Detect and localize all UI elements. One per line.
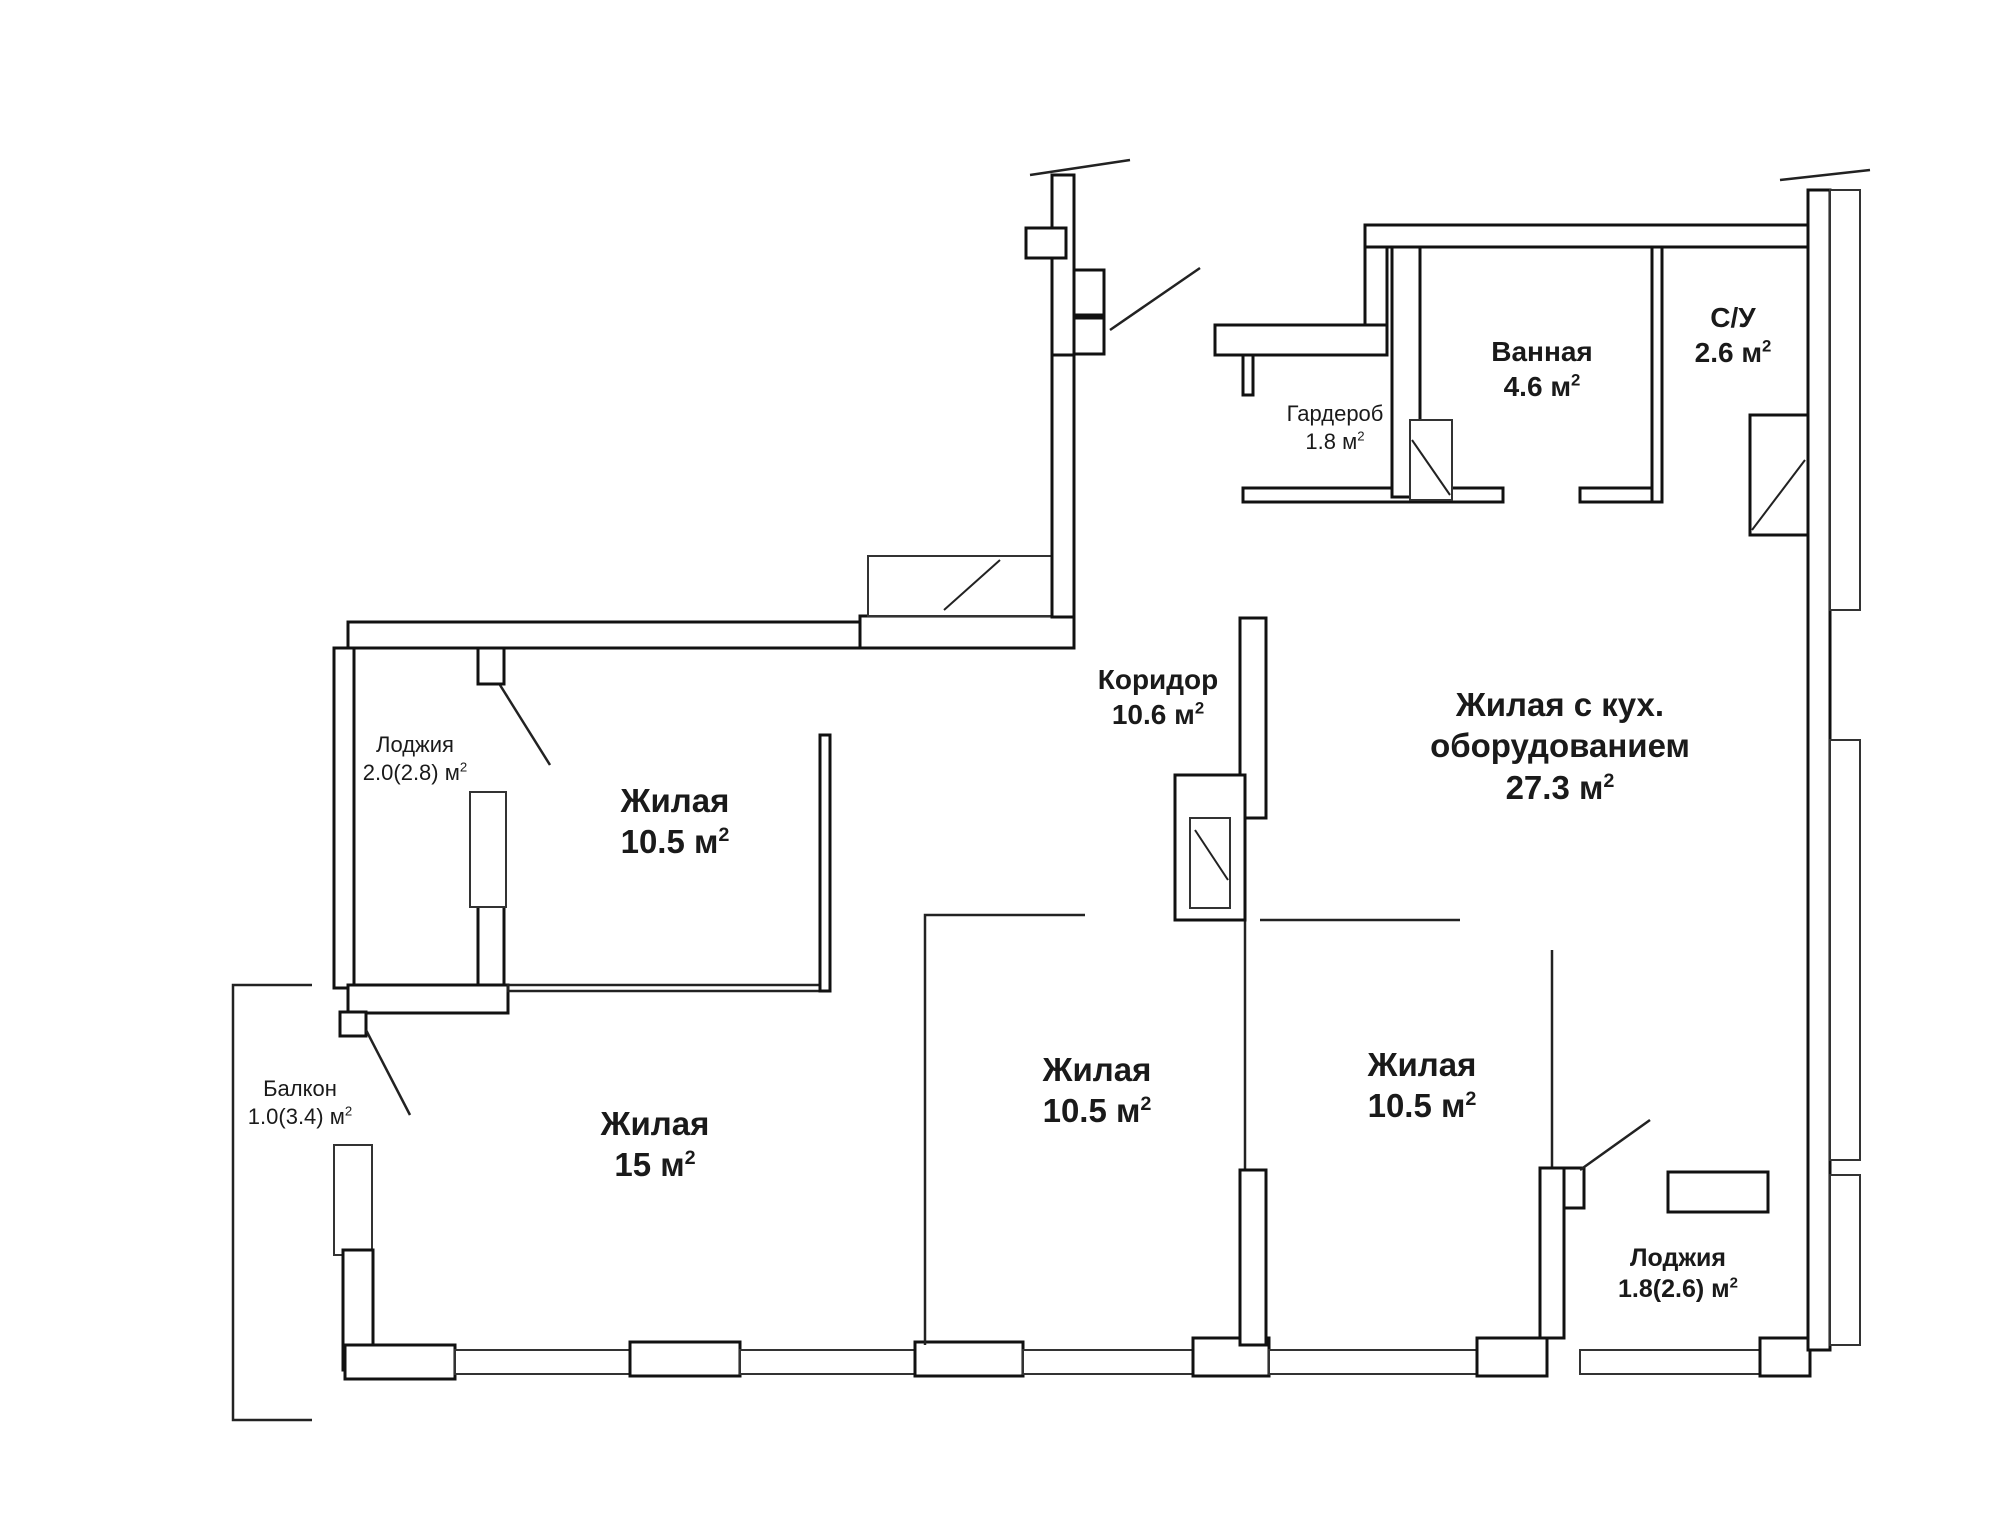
column-mid-south [1238,1168,1268,1347]
south-wall-6 [1758,1336,1812,1378]
south-window-4 [1268,1349,1478,1375]
south-window-1 [454,1349,631,1375]
room-label-balcony: Балкон 1.0(3.4) м2 [247,1076,353,1129]
balcony-block [338,1010,368,1038]
stair-block-2 [1072,268,1106,317]
loggia-west-right-top [476,646,506,686]
south-window-2 [739,1349,916,1375]
room-label-corridor: Коридор 10.6 м2 [1097,664,1219,730]
room-label-living-15: Жилая 15 м2 [600,1105,710,1184]
south-wall-2 [628,1340,742,1378]
south-window-3 [1022,1349,1194,1375]
stair-wall-top [1050,173,1076,357]
loggia-west-window [469,791,507,908]
east-wall [1806,188,1832,1352]
partition-living-b [923,913,1085,1345]
south-wall-3 [913,1340,1025,1378]
stair-block-3 [1072,316,1106,356]
west-mid-wall [346,983,510,1015]
west-window [333,1144,373,1256]
loggia-west-right-bottom [476,903,506,989]
wet-zone-left-wall [1363,245,1389,329]
room-label-wardrobe: Гардероб 1.8 м2 [1286,401,1384,454]
wardrobe-bottom-wall [1241,486,1505,504]
north-wall-mid [858,614,1076,650]
room-label-living-kitchen: Жилая с кух. оборудованием 27.3 м2 [1430,686,1690,806]
stair-wall [1050,353,1076,619]
room-label-loggia-west: Лоджия 2.0(2.8) м2 [362,732,468,785]
south-wall-5 [1475,1336,1549,1378]
loggia-west-left [332,646,356,990]
room-label-wc: С/У 2.6 м2 [1694,302,1772,368]
room-label-living-10-5-c: Жилая 10.5 м2 [1367,1046,1477,1125]
east-window-1 [1829,189,1861,611]
wet-zone-top-wall [1363,223,1827,249]
loggia-east-wall [1538,1166,1566,1340]
north-wall-west [346,620,862,650]
partition-living15-north [818,733,832,993]
south-window-5 [1579,1349,1761,1375]
room-label-bathroom: Ванная 4.6 м2 [1491,336,1593,402]
stair-block-1 [1024,226,1068,260]
bath-wc-partition [1650,245,1664,504]
south-wall-1 [343,1343,457,1381]
balcony-outline [231,983,312,1422]
room-label-living-10-5-b: Жилая 10.5 м2 [1042,1051,1152,1130]
room-label-living-10-5-a: Жилая 10.5 м2 [620,782,730,861]
window-north-mid [867,555,1069,617]
east-window-2 [1829,739,1861,1161]
room-label-loggia-east: Лоджия 1.8(2.6) м2 [1618,1244,1738,1304]
